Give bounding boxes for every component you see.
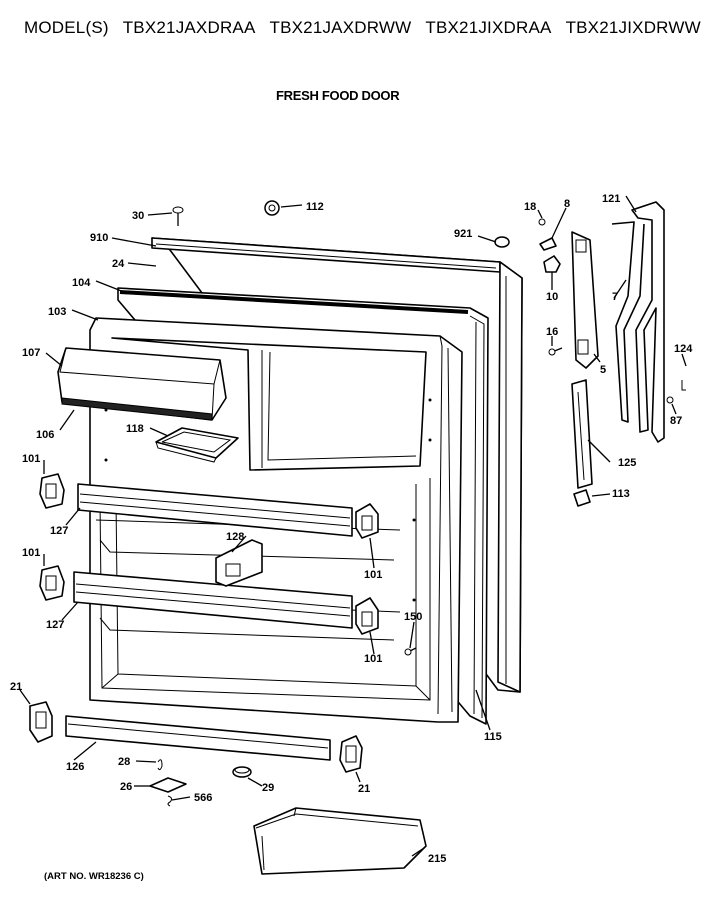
callout-101: 101 [364, 569, 382, 581]
callout-566: 566 [194, 792, 212, 804]
callout-7: 7 [612, 291, 618, 303]
cam-10 [543, 255, 561, 273]
hinge-bracket-5 [571, 231, 599, 369]
shelf-support [355, 503, 379, 539]
callout-8: 8 [564, 198, 570, 210]
callout-labels: 30 112 910 24 104 103 107 106 118 101 12… [10, 193, 693, 865]
callout-28: 28 [118, 756, 130, 768]
screw-30 [172, 206, 184, 226]
callout-113: 113 [612, 488, 630, 500]
callout-26: 26 [120, 781, 132, 793]
plug-29 [232, 766, 252, 778]
trim-end-cap [339, 735, 363, 773]
callout-103: 103 [48, 306, 66, 318]
art-number: (ART NO. WR18236 C) [44, 871, 144, 882]
handle-insert-125 [571, 379, 593, 489]
callout-124: 124 [674, 343, 693, 355]
screw-16 [548, 347, 563, 356]
callout-126: 126 [66, 761, 84, 773]
model-number: TBX21JIXDRWW [565, 18, 701, 37]
callout-127: 127 [46, 619, 64, 631]
stop-8 [539, 237, 557, 251]
callout-5: 5 [600, 364, 606, 376]
callout-21: 21 [358, 783, 370, 795]
trim-end-cap [29, 701, 53, 743]
screw-150 [404, 647, 417, 656]
callout-18: 18 [524, 201, 536, 213]
cap-112 [264, 200, 280, 216]
callout-106: 106 [36, 429, 54, 441]
handle-rail-121 [631, 201, 665, 443]
model-prefix: MODEL(S) [24, 18, 109, 37]
door-shelf-bar [77, 483, 353, 537]
dairy-compartment-door [57, 347, 227, 421]
callout-125: 125 [618, 457, 636, 469]
leader-lines [19, 195, 687, 857]
label-plate-26 [149, 777, 187, 793]
callout-921: 921 [454, 228, 472, 240]
shelf-support [39, 473, 65, 509]
callout-121: 121 [602, 193, 620, 205]
model-number: TBX21JAXDRWW [269, 18, 412, 37]
callout-118: 118 [126, 423, 144, 435]
cap-113 [573, 489, 591, 507]
callout-29: 29 [262, 782, 274, 794]
callout-107: 107 [22, 347, 40, 359]
bottle-retainer [215, 539, 263, 587]
callout-910: 910 [90, 232, 108, 244]
screw-18 [538, 218, 546, 226]
door-bin [253, 807, 427, 875]
model-number: TBX21JIXDRAA [425, 18, 552, 37]
callout-115: 115 [484, 731, 502, 743]
model-number: TBX21JAXDRAA [122, 18, 256, 37]
callout-127: 127 [50, 525, 68, 537]
section-title: FRESH FOOD DOOR [276, 88, 400, 103]
callout-104: 104 [72, 277, 91, 289]
handle-rail-7 [611, 221, 645, 423]
callout-16: 16 [546, 326, 558, 338]
door-shelf-bar [73, 571, 353, 629]
callout-101: 101 [22, 547, 40, 559]
callout-24: 24 [112, 258, 125, 270]
callout-21: 21 [10, 681, 22, 693]
clip-28 [157, 759, 163, 771]
callout-101: 101 [22, 453, 40, 465]
plug-921 [494, 236, 510, 248]
model-list: MODEL(S) TBX21JAXDRAA TBX21JAXDRWW TBX21JIX… [24, 18, 715, 38]
shelf-support [39, 565, 65, 601]
callout-87: 87 [670, 415, 682, 427]
callout-10: 10 [546, 291, 558, 303]
callout-112: 112 [306, 201, 324, 213]
callout-30: 30 [132, 210, 144, 222]
screw-124 [681, 380, 686, 391]
bottom-trim [65, 715, 331, 761]
callout-101: 101 [364, 653, 382, 665]
callout-128: 128 [226, 531, 244, 543]
shelf-support [355, 597, 379, 635]
callout-215: 215 [428, 853, 446, 865]
screw-87 [666, 396, 674, 404]
screw-566 [167, 795, 173, 807]
callout-150: 150 [404, 611, 422, 623]
butter-tray [155, 427, 239, 463]
